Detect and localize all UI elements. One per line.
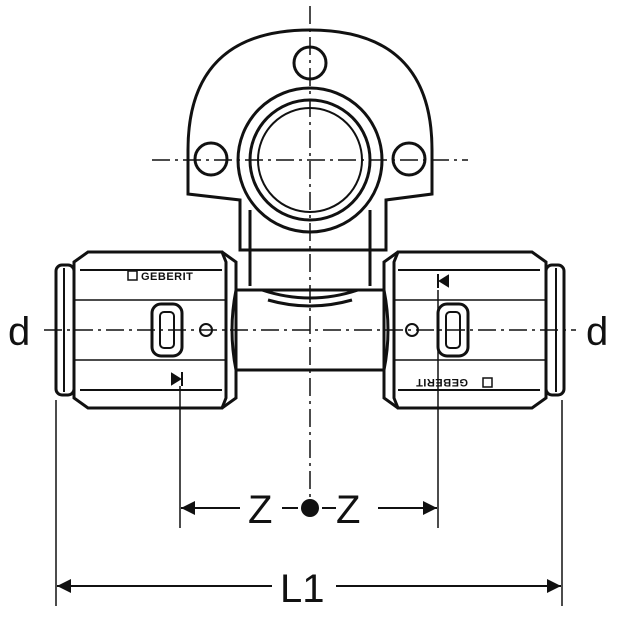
left-brand-box bbox=[127, 270, 138, 281]
left-brand-label: GEBERIT bbox=[141, 271, 193, 283]
left-z-label: Z bbox=[248, 488, 272, 532]
left-direction-mark bbox=[171, 372, 183, 386]
right-diameter-label: d bbox=[586, 310, 608, 354]
mounting-hole-right bbox=[391, 141, 427, 177]
right-sleeve-outline bbox=[392, 250, 548, 410]
extension-lines bbox=[55, 290, 563, 606]
right-brand-label: GEBERIT bbox=[416, 376, 468, 388]
left-diameter-label: d bbox=[8, 310, 30, 354]
z-origin-dot bbox=[301, 499, 319, 517]
right-brand-box bbox=[482, 377, 493, 388]
left-sleeve-outline bbox=[72, 250, 228, 410]
flange-outline bbox=[186, 28, 434, 252]
mounting-hole-left bbox=[193, 141, 229, 177]
right-z-label: Z bbox=[336, 488, 360, 532]
left-sleeve bbox=[54, 250, 238, 410]
wall-plate bbox=[186, 28, 434, 252]
center-lines bbox=[44, 6, 576, 508]
right-direction-mark bbox=[437, 274, 449, 288]
l1-label: L1 bbox=[280, 567, 325, 611]
